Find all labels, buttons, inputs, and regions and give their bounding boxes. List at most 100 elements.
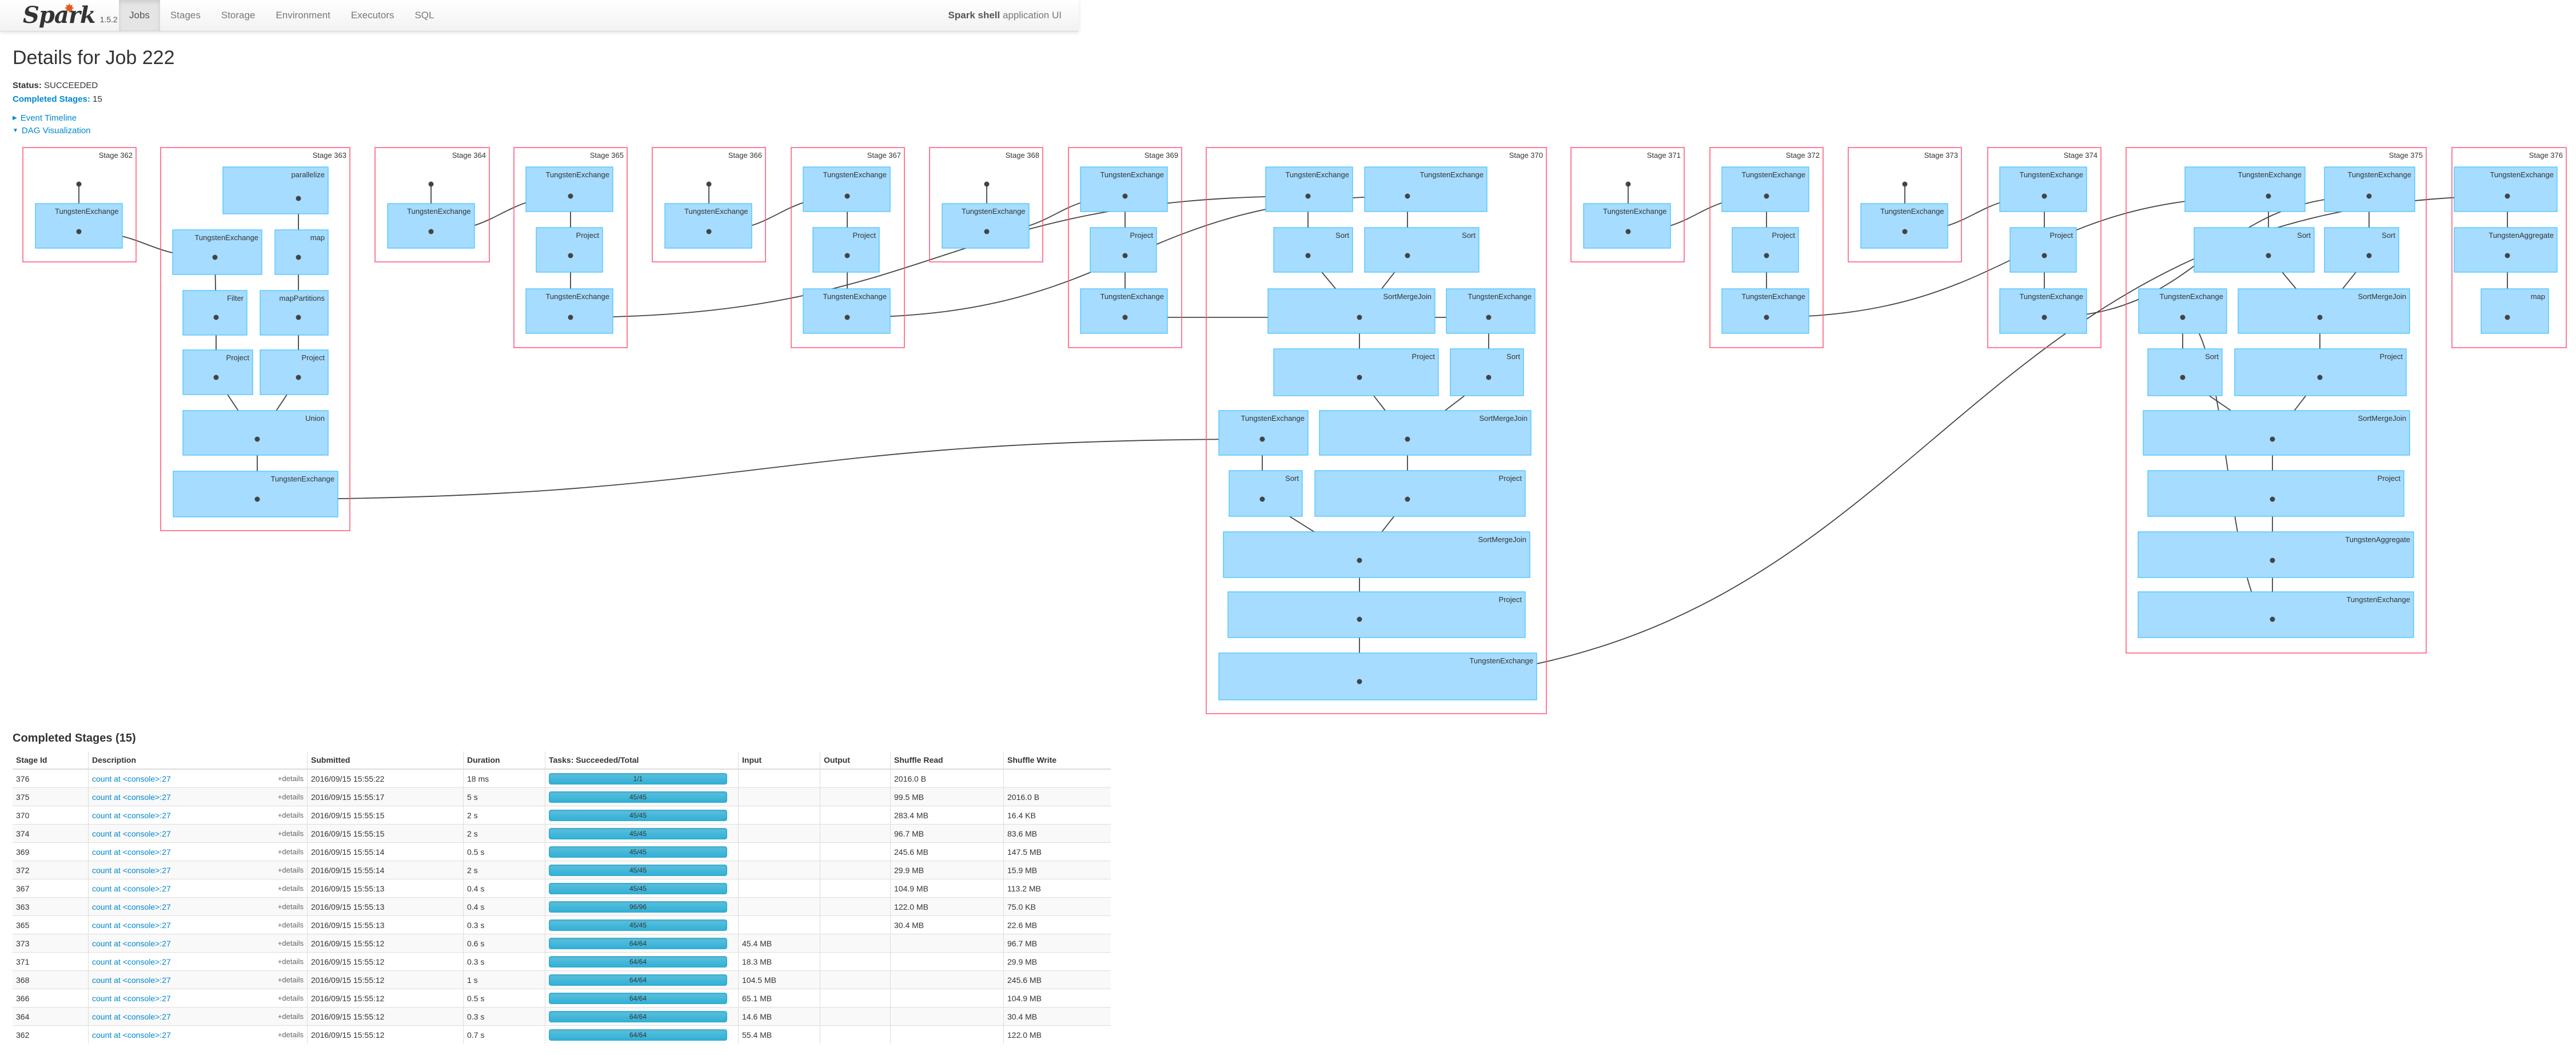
operation-node[interactable]	[525, 166, 613, 212]
completed-stages-link[interactable]: Completed Stages:	[13, 94, 90, 104]
stage-cluster[interactable]	[1987, 147, 2102, 348]
column-header[interactable]: Shuffle Write	[1003, 751, 1111, 770]
operation-node[interactable]	[2234, 348, 2407, 396]
dag-stage[interactable]: Stage 376TungstenExchangeTungstenAggrega…	[2451, 147, 2567, 348]
operation-node[interactable]	[2138, 591, 2414, 638]
operation-node[interactable]	[1218, 652, 1537, 700]
details-toggle[interactable]: +details	[277, 1030, 304, 1039]
stage-cluster[interactable]	[1570, 147, 1685, 262]
column-header[interactable]: Duration	[463, 751, 545, 770]
stage-cluster[interactable]	[22, 147, 137, 262]
operation-node[interactable]	[1450, 348, 1524, 396]
operation-node[interactable]	[222, 166, 329, 214]
stage-description-link[interactable]: count at <console>:27	[92, 865, 171, 875]
operation-node[interactable]	[1721, 288, 1809, 334]
stage-description-link[interactable]: count at <console>:27	[92, 957, 171, 966]
tab-storage[interactable]: Storage	[221, 10, 256, 21]
operation-node[interactable]	[1860, 203, 1948, 249]
stage-description-link[interactable]: count at <console>:27	[92, 810, 171, 820]
details-toggle[interactable]: +details	[277, 847, 304, 856]
operation-node[interactable]	[1265, 166, 1353, 212]
stage-description-link[interactable]: count at <console>:27	[92, 883, 171, 893]
operation-node[interactable]	[1267, 288, 1435, 334]
column-header[interactable]: Output	[820, 751, 891, 770]
stage-cluster[interactable]	[1848, 147, 1962, 262]
operation-node[interactable]	[2143, 410, 2410, 456]
operation-node[interactable]	[1090, 227, 1157, 273]
details-toggle[interactable]: +details	[277, 902, 304, 911]
operation-node[interactable]	[1999, 288, 2087, 334]
details-toggle[interactable]: +details	[277, 993, 304, 1002]
stage-cluster[interactable]	[652, 147, 766, 262]
operation-node[interactable]	[2009, 227, 2077, 273]
stage-description-link[interactable]: count at <console>:27	[92, 829, 171, 838]
operation-node[interactable]	[2138, 288, 2227, 334]
stage-description-link[interactable]: count at <console>:27	[92, 792, 171, 802]
operation-node[interactable]	[1218, 410, 1309, 456]
operation-node[interactable]	[2138, 531, 2414, 578]
operation-node[interactable]	[2454, 227, 2558, 273]
operation-node[interactable]	[812, 227, 880, 273]
stage-description-link[interactable]: count at <console>:27	[92, 902, 171, 911]
stage-cluster[interactable]	[791, 147, 905, 348]
dag-stage[interactable]: Stage 369TungstenExchangeProjectTungsten…	[1068, 147, 1182, 348]
stage-cluster[interactable]	[374, 147, 490, 262]
operation-node[interactable]	[2238, 288, 2410, 334]
operation-node[interactable]	[1223, 531, 1530, 578]
operation-node[interactable]	[1721, 166, 1809, 212]
operation-node[interactable]	[260, 290, 329, 336]
column-header[interactable]: Input	[738, 751, 820, 770]
dag-stage[interactable]: Stage 372TungstenExchangeProjectTungsten…	[1709, 147, 1824, 348]
operation-node[interactable]	[1314, 470, 1526, 517]
operation-node[interactable]	[1446, 288, 1536, 334]
stage-description-link[interactable]: count at <console>:27	[92, 1030, 171, 1040]
details-toggle[interactable]: +details	[277, 829, 304, 838]
stage-cluster[interactable]	[513, 147, 628, 348]
details-toggle[interactable]: +details	[277, 810, 304, 819]
operation-node[interactable]	[35, 203, 123, 249]
details-toggle[interactable]: +details	[277, 938, 304, 947]
operation-node[interactable]	[2147, 470, 2404, 517]
operation-node[interactable]	[1080, 288, 1168, 334]
operation-node[interactable]	[274, 229, 329, 275]
operation-node[interactable]	[803, 166, 891, 212]
operation-node[interactable]	[2147, 348, 2223, 396]
tab-executors[interactable]: Executors	[350, 10, 394, 21]
operation-node[interactable]	[1364, 227, 1480, 273]
operation-node[interactable]	[2324, 227, 2399, 273]
operation-node[interactable]	[803, 288, 891, 334]
dag-stage[interactable]: Stage 367TungstenExchangeProjectTungsten…	[791, 147, 905, 348]
details-toggle[interactable]: +details	[277, 1012, 304, 1021]
stage-description-link[interactable]: count at <console>:27	[92, 1012, 171, 1021]
stage-cluster[interactable]	[2126, 147, 2427, 654]
operation-node[interactable]	[1999, 166, 2087, 212]
tab-stages[interactable]: Stages	[170, 10, 201, 21]
stage-description-link[interactable]: count at <console>:27	[92, 993, 171, 1003]
details-toggle[interactable]: +details	[277, 920, 304, 929]
operation-node[interactable]	[1583, 203, 1671, 249]
event-timeline-toggle[interactable]: ▶Event Timeline	[13, 112, 91, 125]
dag-stage[interactable]: Stage 365TungstenExchangeProjectTungsten…	[513, 147, 628, 348]
details-toggle[interactable]: +details	[277, 774, 304, 783]
dag-stage[interactable]: Stage 374TungstenExchangeProjectTungsten…	[1987, 147, 2102, 348]
tab-sql[interactable]: SQL	[414, 10, 434, 21]
operation-node[interactable]	[182, 410, 329, 456]
operation-node[interactable]	[1364, 166, 1488, 212]
stage-description-link[interactable]: count at <console>:27	[92, 938, 171, 948]
stage-cluster[interactable]	[1206, 147, 1547, 714]
operation-node[interactable]	[2324, 166, 2415, 212]
stage-cluster[interactable]	[929, 147, 1043, 262]
column-header[interactable]: Description	[88, 751, 308, 770]
details-toggle[interactable]: +details	[277, 975, 304, 984]
details-toggle[interactable]: +details	[277, 957, 304, 966]
stage-cluster[interactable]	[2451, 147, 2567, 348]
